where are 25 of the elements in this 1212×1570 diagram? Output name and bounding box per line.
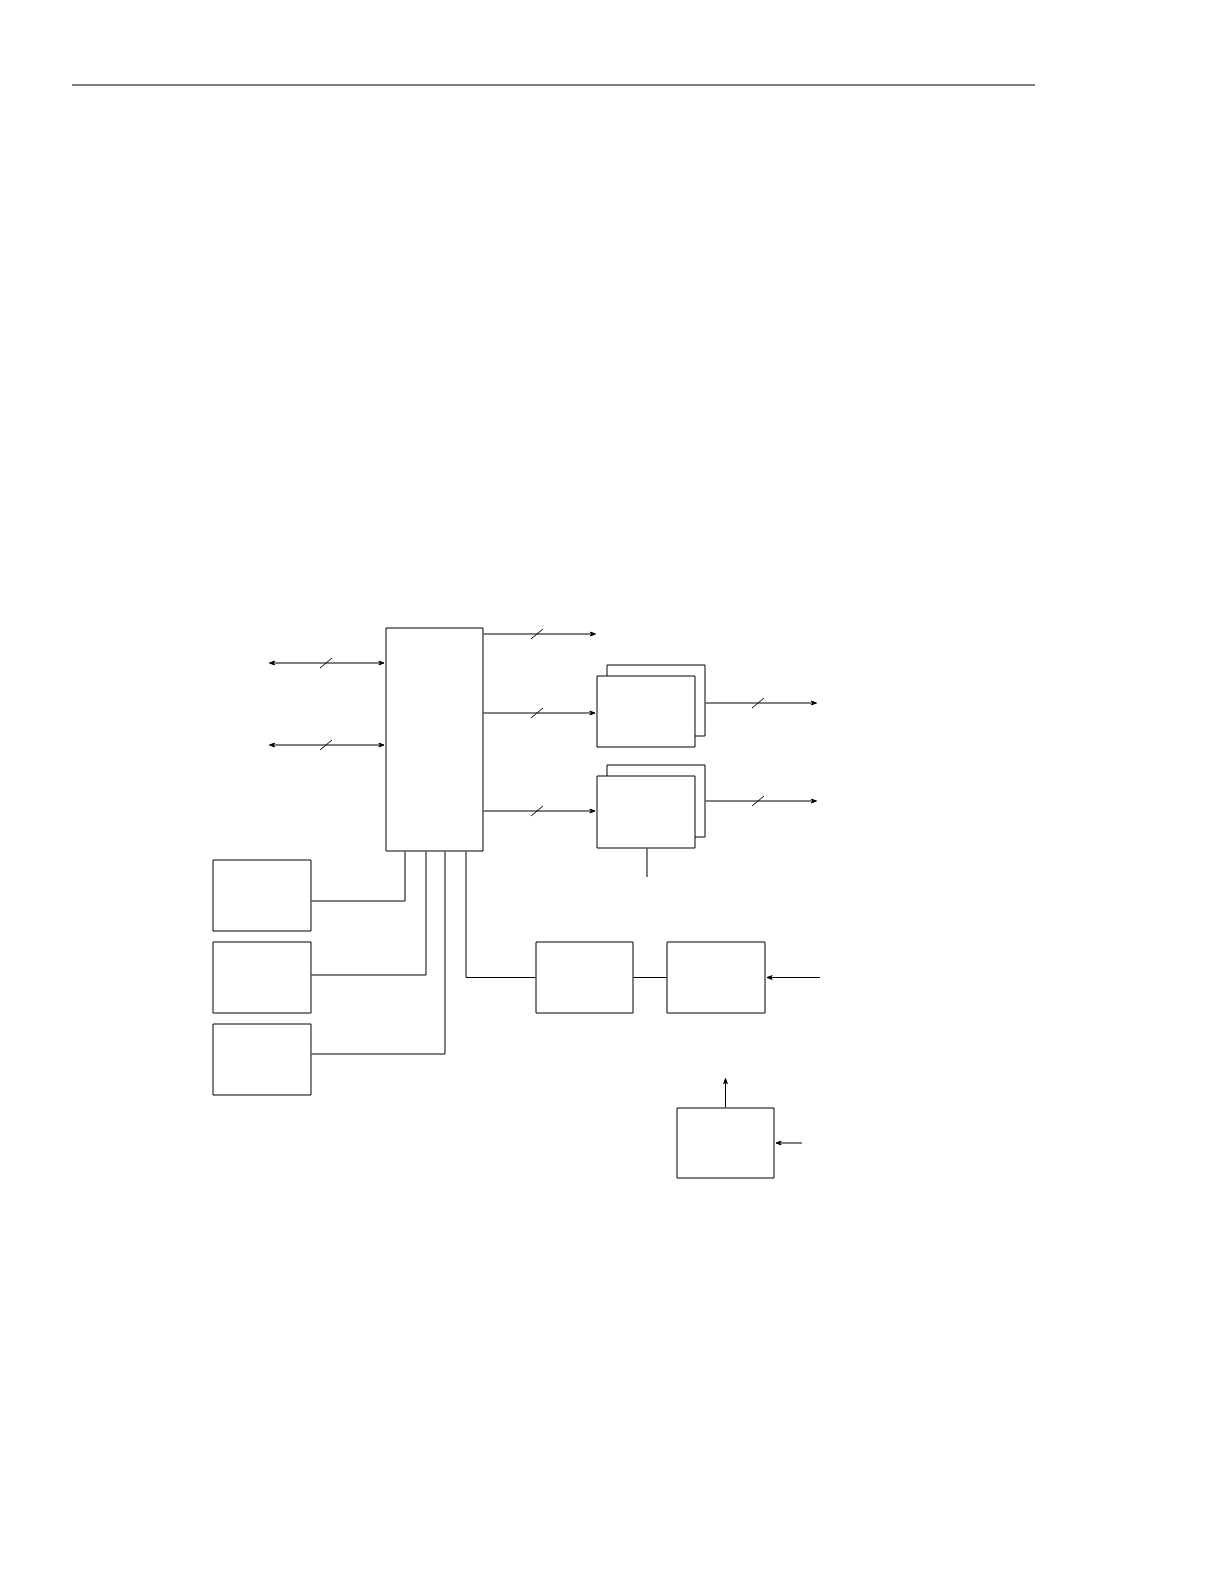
bus-arrow: [483, 805, 596, 817]
bus-arrow: [705, 795, 817, 807]
arrow: [775, 1140, 803, 1146]
line: [465, 851, 536, 978]
arrow: [723, 1078, 728, 1108]
bus-arrow: [483, 628, 597, 640]
block-box: [385, 627, 484, 852]
stacked-block-box: [596, 664, 706, 748]
bus-arrow: [705, 697, 817, 709]
block-box: [535, 941, 634, 1014]
block-box: [666, 941, 766, 1014]
block-box: [212, 859, 312, 932]
stacked-block-box: [596, 764, 706, 849]
line: [311, 851, 446, 1055]
line: [633, 977, 667, 978]
line: [311, 851, 406, 902]
line: [646, 848, 648, 878]
block-box: [676, 1107, 775, 1179]
block-box: [212, 1023, 312, 1096]
line: [311, 851, 427, 976]
bus-arrow: [483, 707, 596, 719]
arrow: [766, 975, 821, 980]
block-box: [212, 941, 312, 1014]
bus-arrow: [269, 739, 385, 751]
bus-arrow: [269, 657, 385, 669]
